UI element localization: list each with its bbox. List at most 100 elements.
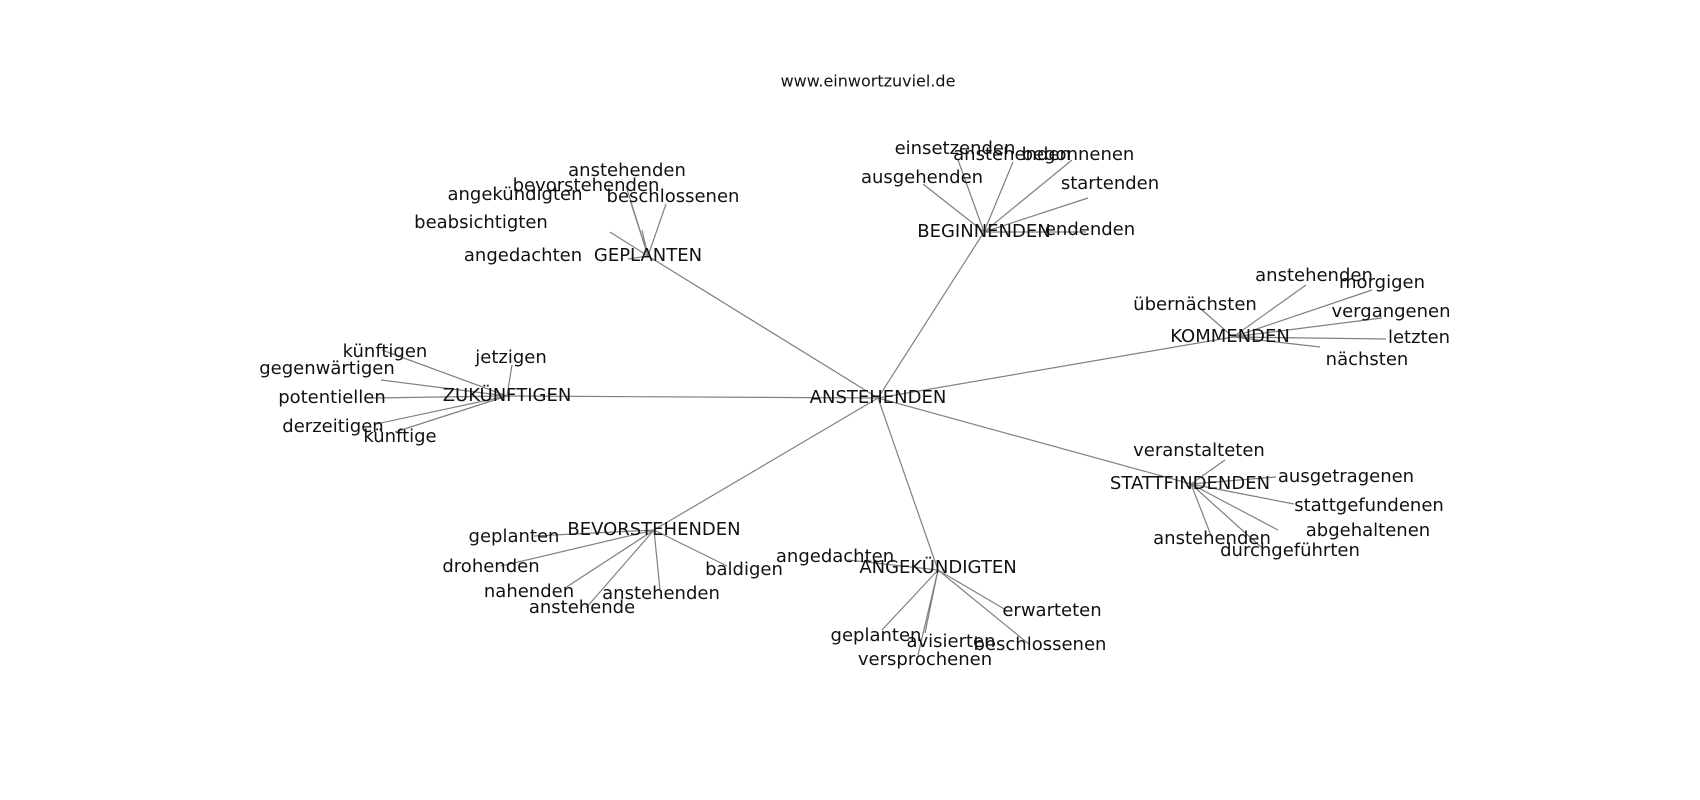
leaf-node: angedachten (464, 245, 582, 266)
edge-center-to-hub (877, 397, 939, 571)
leaf-node: angekündigten (447, 184, 582, 205)
edge-hub-to-leaf (1232, 289, 1373, 338)
leaf-node: geplanten (831, 625, 922, 646)
leaf-node: nächsten (1326, 349, 1409, 370)
leaf-node: avisierten (906, 631, 995, 652)
leaf-node: angedachten (776, 546, 894, 567)
hub-node: BEGINNENDEN (917, 221, 1050, 242)
edge-center-to-hub (877, 397, 1192, 485)
leaf-node: anstehenden (1153, 528, 1271, 549)
edge-hub-to-leaf (381, 349, 508, 397)
leaf-node: abgehaltenen (1306, 520, 1430, 541)
leaf-node: versprochenen (858, 649, 992, 670)
edge-hub-to-leaf (1190, 483, 1213, 539)
leaf-node: endenden (1045, 219, 1135, 240)
edge-center-to-hub (877, 231, 985, 399)
leaf-node: letzten (1388, 327, 1450, 348)
edge-hub-to-leaf (881, 569, 939, 631)
leaf-node: künftige (363, 426, 436, 447)
leaf-node: stattgefundenen (1294, 495, 1444, 516)
hub-node: KOMMENDEN (1170, 326, 1290, 347)
edges (369, 159, 1387, 656)
edge-hub-to-leaf (369, 395, 508, 399)
edge-hub-to-leaf (847, 559, 939, 571)
edge-hub-to-leaf (957, 159, 985, 233)
leaf-node: morgigen (1339, 272, 1425, 293)
edge-hub-to-leaf (609, 231, 649, 257)
leaf-node: anstehenden (953, 144, 1071, 165)
site-label: www.einwortzuviel.de (781, 72, 956, 91)
edge-hub-to-leaf (1232, 336, 1321, 348)
leaf-node: potentiellen (278, 387, 386, 408)
leaf-node: künftigen (343, 341, 428, 362)
edge-hub-to-leaf (375, 395, 508, 425)
edge-center-to-hub (506, 395, 879, 399)
edge-hub-to-leaf (641, 229, 649, 257)
edge-hub-to-leaf (1190, 459, 1226, 485)
leaf-node: beschlossenen (974, 634, 1107, 655)
edge-hub-to-leaf (1201, 309, 1234, 338)
leaf-node: drohenden (442, 556, 539, 577)
edge-hub-to-leaf (564, 529, 655, 589)
hub-node: GEPLANTEN (594, 245, 702, 266)
leaf-node: bevorstehenden (513, 175, 660, 196)
leaf-node: übernächsten (1133, 294, 1257, 315)
edge-center-to-hub (653, 397, 879, 531)
leaf-node: einsetzenden (895, 138, 1016, 159)
edge-hub-to-leaf (1232, 317, 1383, 338)
edge-hub-to-leaf (653, 529, 661, 591)
leaf-node: ausgehenden (861, 167, 983, 188)
center-node: ANSTEHENDEN (810, 387, 947, 408)
leaf-node: ausgetragenen (1278, 466, 1414, 487)
leaf-node: gegenwärtigen (259, 358, 395, 379)
hub-node: ZUKÜNFTIGEN (443, 384, 572, 406)
leaf-node: anstehende (529, 597, 635, 618)
edge-hub-to-leaf (1190, 483, 1279, 531)
leaf-node: baldigen (705, 559, 783, 580)
leaf-node: beschlossenen (607, 186, 740, 207)
edge-hub-to-leaf (653, 529, 728, 567)
edge-hub-to-leaf (1190, 483, 1295, 505)
leaf-node: begonnenen (1022, 144, 1135, 165)
edge-hub-to-leaf (983, 197, 1089, 233)
edge-center-to-hub (877, 336, 1234, 399)
edge-hub-to-leaf (1190, 476, 1277, 485)
leaf-node: vergangenen (1331, 301, 1450, 322)
leaf-node: beabsichtigten (414, 212, 548, 233)
leaf-node: veranstalteten (1133, 440, 1265, 461)
hub-node: ANGEKÜNDIGTEN (859, 556, 1016, 578)
leaf-node: derzeitigen (282, 416, 383, 437)
edge-hub-to-leaf (1232, 284, 1307, 338)
edge-hub-to-leaf (627, 255, 649, 260)
edge-hub-to-leaf (917, 569, 939, 656)
edge-hub-to-leaf (394, 395, 508, 433)
edge-hub-to-leaf (983, 161, 1014, 233)
leaf-node: erwarteten (1002, 600, 1101, 621)
edge-hub-to-leaf (625, 185, 649, 257)
edge-center-to-hub (647, 255, 879, 399)
edge-hub-to-leaf (937, 569, 1031, 646)
edge-hub-to-leaf (922, 183, 985, 233)
edge-hub-to-leaf (585, 529, 655, 609)
edge-hub-to-leaf (1190, 483, 1263, 549)
leaf-node: jetzigen (474, 347, 547, 368)
edge-hub-to-leaf (506, 364, 513, 397)
edge-hub-to-leaf (1232, 336, 1387, 340)
leaf-node: nahenden (484, 581, 574, 602)
leaf-node: startenden (1061, 173, 1159, 194)
hub-node: BEVORSTEHENDEN (567, 519, 740, 540)
labels: www.einwortzuviel.de ANSTEHENDEN GEPLANT… (259, 72, 1450, 671)
leaf-node: durchgeführten (1220, 540, 1360, 561)
edge-hub-to-leaf (533, 529, 655, 537)
leaf-node: anstehenden (602, 583, 720, 604)
leaf-node: anstehenden (568, 160, 686, 181)
leaf-node: anstehenden (1255, 265, 1373, 286)
edge-hub-to-leaf (937, 569, 1007, 611)
edge-hub-to-leaf (380, 379, 508, 397)
edge-hub-to-leaf (500, 529, 655, 567)
leaf-node: geplanten (469, 526, 560, 547)
edge-hub-to-leaf (983, 159, 1073, 233)
edge-hub-to-leaf (647, 203, 667, 257)
hub-node: STATTFINDENDEN (1110, 473, 1270, 494)
